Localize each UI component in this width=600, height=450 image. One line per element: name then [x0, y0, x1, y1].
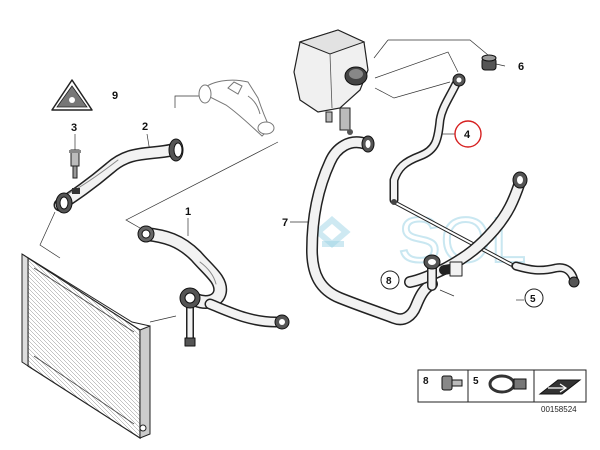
hose-4: [389, 73, 466, 205]
tank-cap: [481, 54, 497, 71]
hose-clip-icon: [441, 375, 463, 391]
hose-clamp-icon: [488, 374, 527, 394]
hose-7: [306, 135, 438, 326]
callout-3: 3: [71, 122, 77, 134]
callout-6: 6: [518, 61, 524, 73]
callout-8: 8: [386, 276, 392, 287]
highlight-circle: [454, 120, 482, 148]
legend-box: 8 5 00158524: [417, 369, 587, 414]
legend-item-5-label: 5: [473, 376, 479, 387]
callout-5: 5: [530, 294, 536, 305]
callout-1: 1: [185, 206, 191, 218]
callout-9: 9: [112, 90, 118, 102]
callout-7: 7: [282, 217, 288, 229]
expansion-tank: [293, 29, 369, 135]
warning-label: [51, 79, 93, 111]
hose-1: [137, 225, 290, 347]
temperature-sensor: [69, 149, 81, 179]
thermostat-housing: [198, 79, 275, 137]
hose-2: [53, 138, 184, 214]
legend-item-8-label: 8: [423, 376, 429, 387]
callout-labels: 1 2 3 7 9 6 4 8 5: [71, 61, 544, 308]
callout-2: 2: [142, 121, 148, 133]
radiator: [21, 253, 151, 440]
diagram-code: 00158524: [541, 405, 577, 414]
leader-lines: [39, 39, 524, 323]
hose-right-assembly: [404, 171, 580, 291]
sealing-strip-icon: [538, 379, 582, 395]
callout-4: 4: [464, 129, 471, 141]
